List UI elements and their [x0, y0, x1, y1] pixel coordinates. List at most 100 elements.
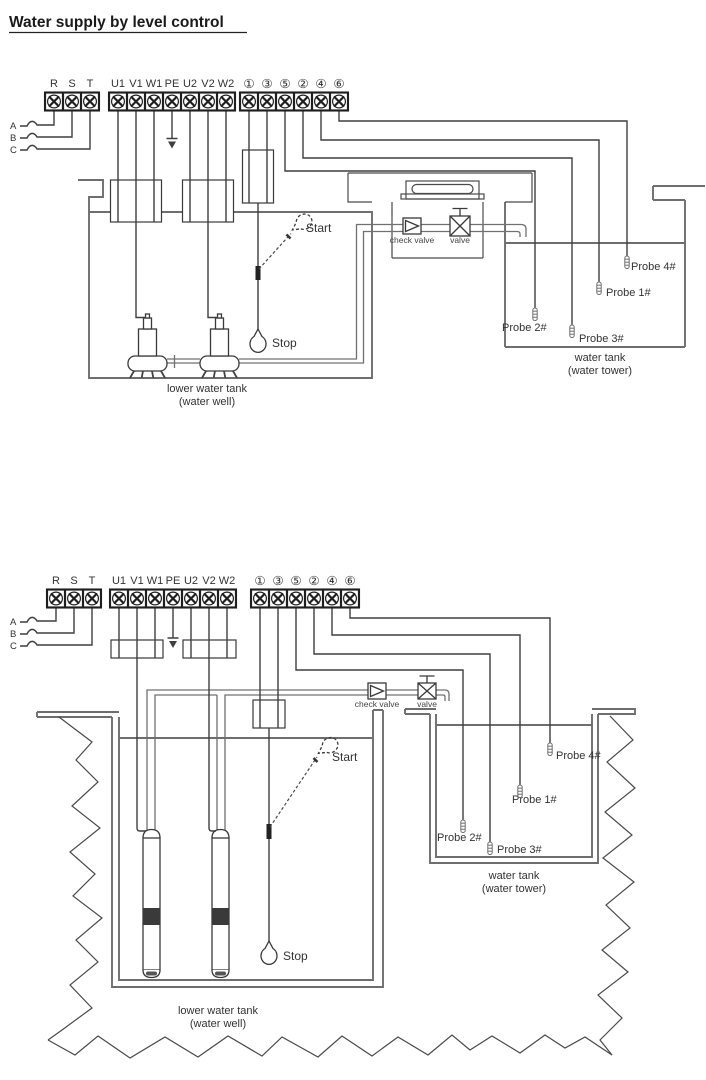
probe4-label: Probe 4#	[631, 261, 677, 273]
terminal-motor-3: PE	[163, 575, 183, 608]
terminal-label-motor-1: V1	[129, 78, 142, 90]
terminal-motor-4: U2	[180, 78, 200, 111]
probe3-label: Probe 3#	[497, 844, 543, 856]
terminal-group-motor	[108, 588, 238, 609]
water-tower-outline	[504, 185, 705, 348]
terminal-control-1: ③	[268, 573, 288, 608]
terminal-label-motor-4: U2	[183, 78, 197, 90]
probe-electrode	[569, 324, 575, 338]
terminal-group-control	[249, 588, 361, 609]
terminal-power-2: T	[80, 78, 100, 111]
terminal-group-power	[45, 588, 103, 609]
terminal-label-motor-4: U2	[184, 575, 198, 587]
tower-caption-1: water tank	[488, 870, 540, 882]
phase-c-label: C	[10, 641, 17, 652]
valve-symbol	[417, 675, 437, 700]
terminal-label-motor-0: U1	[112, 575, 126, 587]
terminal-motor-1: V1	[126, 78, 146, 111]
tank-caption-2: (water well)	[190, 1018, 246, 1030]
ground-surface-left	[36, 711, 119, 718]
terminal-label-power-1: S	[70, 575, 77, 587]
start-cord	[258, 233, 292, 270]
stop-float-icon	[249, 327, 267, 353]
terminal-control-0: ①	[250, 573, 270, 608]
earth-zigzag	[47, 715, 636, 1059]
valve-symbol	[449, 207, 471, 237]
tank-caption-1: lower water tank	[167, 383, 248, 395]
terminal-label-control-0: ①	[243, 76, 254, 91]
terminal-label-motor-2: W1	[147, 575, 164, 587]
terminal-label-control-2: ⑤	[290, 573, 301, 588]
well-outline	[111, 709, 384, 988]
check-valve-symbol	[367, 682, 387, 700]
terminal-motor-5: V2	[198, 78, 218, 111]
float-weight	[255, 266, 261, 280]
terminal-label-motor-6: W2	[218, 78, 235, 90]
terminal-control-3: ②	[293, 76, 313, 111]
terminal-label-motor-3: PE	[166, 575, 181, 587]
terminal-power-1: S	[62, 78, 82, 111]
check-valve-label: check valve	[355, 699, 400, 709]
terminal-label-control-4: ④	[315, 76, 326, 91]
terminal-motor-6: W2	[217, 575, 237, 608]
stop-label: Stop	[283, 949, 308, 963]
terminal-label-control-1: ③	[272, 573, 283, 588]
terminal-label-motor-3: PE	[165, 78, 180, 90]
valve-label: valve	[450, 235, 470, 245]
terminal-motor-1: V1	[127, 575, 147, 608]
pump-feet	[129, 370, 166, 379]
conduit-floats	[252, 699, 286, 729]
probe-electrode	[460, 819, 466, 833]
terminal-motor-5: V2	[199, 575, 219, 608]
phase-c-label: C	[10, 145, 17, 156]
float-weight	[266, 824, 272, 839]
pump-1	[142, 828, 161, 979]
terminal-motor-2: W1	[144, 78, 164, 111]
terminal-label-motor-0: U1	[111, 78, 125, 90]
cord-clip	[312, 757, 319, 763]
motor-wires	[117, 111, 227, 319]
terminal-motor-3: PE	[162, 78, 182, 111]
terminal-label-control-5: ⑥	[333, 76, 344, 91]
start-cord	[269, 756, 318, 828]
terminal-label-power-0: R	[52, 575, 60, 587]
terminal-control-2: ⑤	[275, 76, 295, 111]
terminal-motor-4: U2	[181, 575, 201, 608]
terminal-label-motor-1: V1	[130, 575, 143, 587]
tank-caption-1: lower water tank	[178, 1005, 259, 1017]
conduit-floats	[241, 149, 275, 204]
terminal-label-control-4: ④	[326, 573, 337, 588]
page-title: Water supply by level control	[9, 14, 224, 31]
terminal-label-power-1: S	[68, 78, 75, 90]
terminal-label-power-0: R	[50, 78, 58, 90]
terminal-power-1: S	[64, 575, 84, 608]
probe-electrode	[547, 742, 553, 756]
motor-wires	[118, 607, 228, 832]
tank-caption-2: (water well)	[179, 396, 235, 408]
lower-water-tank-outline	[78, 179, 373, 379]
phase-b-label: B	[10, 629, 16, 640]
probe-electrode	[596, 281, 602, 295]
terminal-power-0: R	[44, 78, 64, 111]
terminal-label-control-0: ①	[254, 573, 265, 588]
terminal-label-control-2: ⑤	[279, 76, 290, 91]
start-float-icon	[317, 736, 339, 755]
probe2-label: Probe 2#	[502, 322, 548, 334]
pump-house-outline	[347, 172, 533, 259]
stop-float-icon	[260, 939, 278, 965]
terminal-label-control-3: ②	[297, 76, 308, 91]
terminal-group-power	[43, 91, 101, 112]
terminal-label-power-2: T	[89, 575, 96, 587]
terminal-control-4: ④	[311, 76, 331, 111]
probe-electrode	[624, 255, 630, 269]
start-float-icon	[291, 213, 313, 231]
terminal-power-2: T	[82, 575, 102, 608]
float-switch	[259, 607, 339, 965]
stop-label: Stop	[272, 336, 297, 350]
terminal-control-5: ⑥	[329, 76, 349, 111]
probe3-label: Probe 3#	[579, 333, 625, 345]
pump-2	[199, 313, 240, 372]
terminal-motor-0: U1	[108, 78, 128, 111]
